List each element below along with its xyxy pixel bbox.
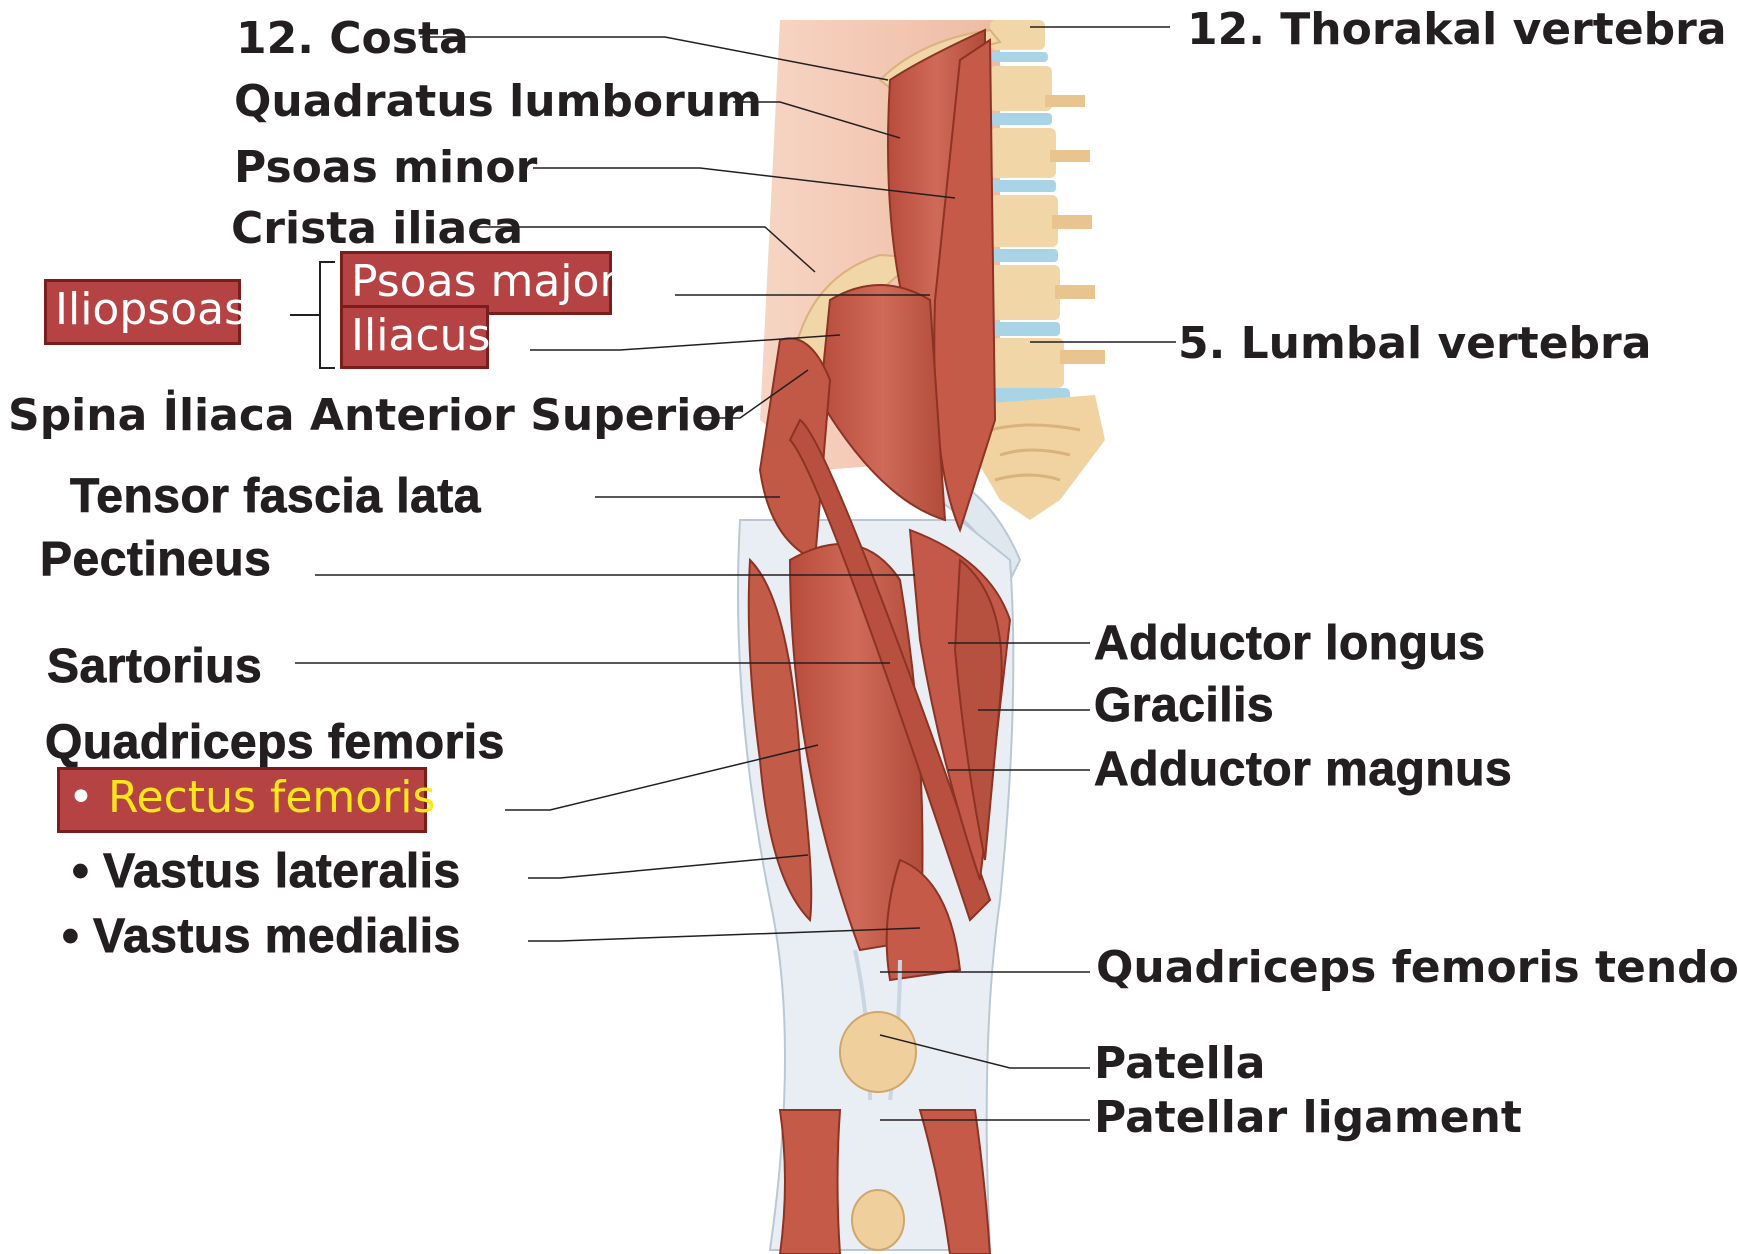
- label-pectineus: Pectineus: [40, 536, 271, 584]
- label-spina-iliaca: Spina İliaca Anterior Superior: [8, 394, 743, 438]
- iliopsoas-bracket: [290, 262, 335, 368]
- label-costa: 12. Costa: [236, 17, 469, 61]
- label-quadriceps-tendon: Quadriceps femoris tendonu: [1096, 946, 1738, 990]
- label-iliacus: Iliacus: [340, 305, 489, 369]
- label-vastus-medialis: • Vastus medialis: [62, 913, 461, 961]
- label-iliopsoas: Iliopsoas: [44, 279, 241, 345]
- label-patellar-ligament: Patellar ligament: [1094, 1096, 1522, 1140]
- label-gracilis: Gracilis: [1094, 682, 1274, 730]
- label-lumbal-vertebra: 5. Lumbal vertebra: [1178, 322, 1651, 366]
- label-adductor-magnus: Adductor magnus: [1094, 746, 1512, 794]
- rectus-bullet: •: [68, 772, 108, 823]
- label-patella: Patella: [1094, 1042, 1266, 1086]
- label-sartorius: Sartorius: [47, 643, 262, 691]
- label-rectus-femoris: • Rectus femoris: [57, 767, 427, 833]
- label-tensor-fascia-lata: Tensor fascia lata: [70, 473, 481, 521]
- label-psoas-minor: Psoas minor: [234, 146, 537, 190]
- label-adductor-longus: Adductor longus: [1094, 620, 1485, 668]
- label-crista-iliaca: Crista iliaca: [231, 207, 523, 251]
- patella-bone: [840, 1012, 916, 1092]
- label-quadratus-lumborum: Quadratus lumborum: [234, 80, 762, 124]
- rectus-text: Rectus femoris: [108, 772, 436, 823]
- label-thorakal-vertebra: 12. Thorakal vertebra: [1187, 8, 1727, 52]
- label-vastus-lateralis: • Vastus lateralis: [72, 848, 461, 896]
- label-quadriceps-femoris: Quadriceps femoris: [45, 719, 505, 767]
